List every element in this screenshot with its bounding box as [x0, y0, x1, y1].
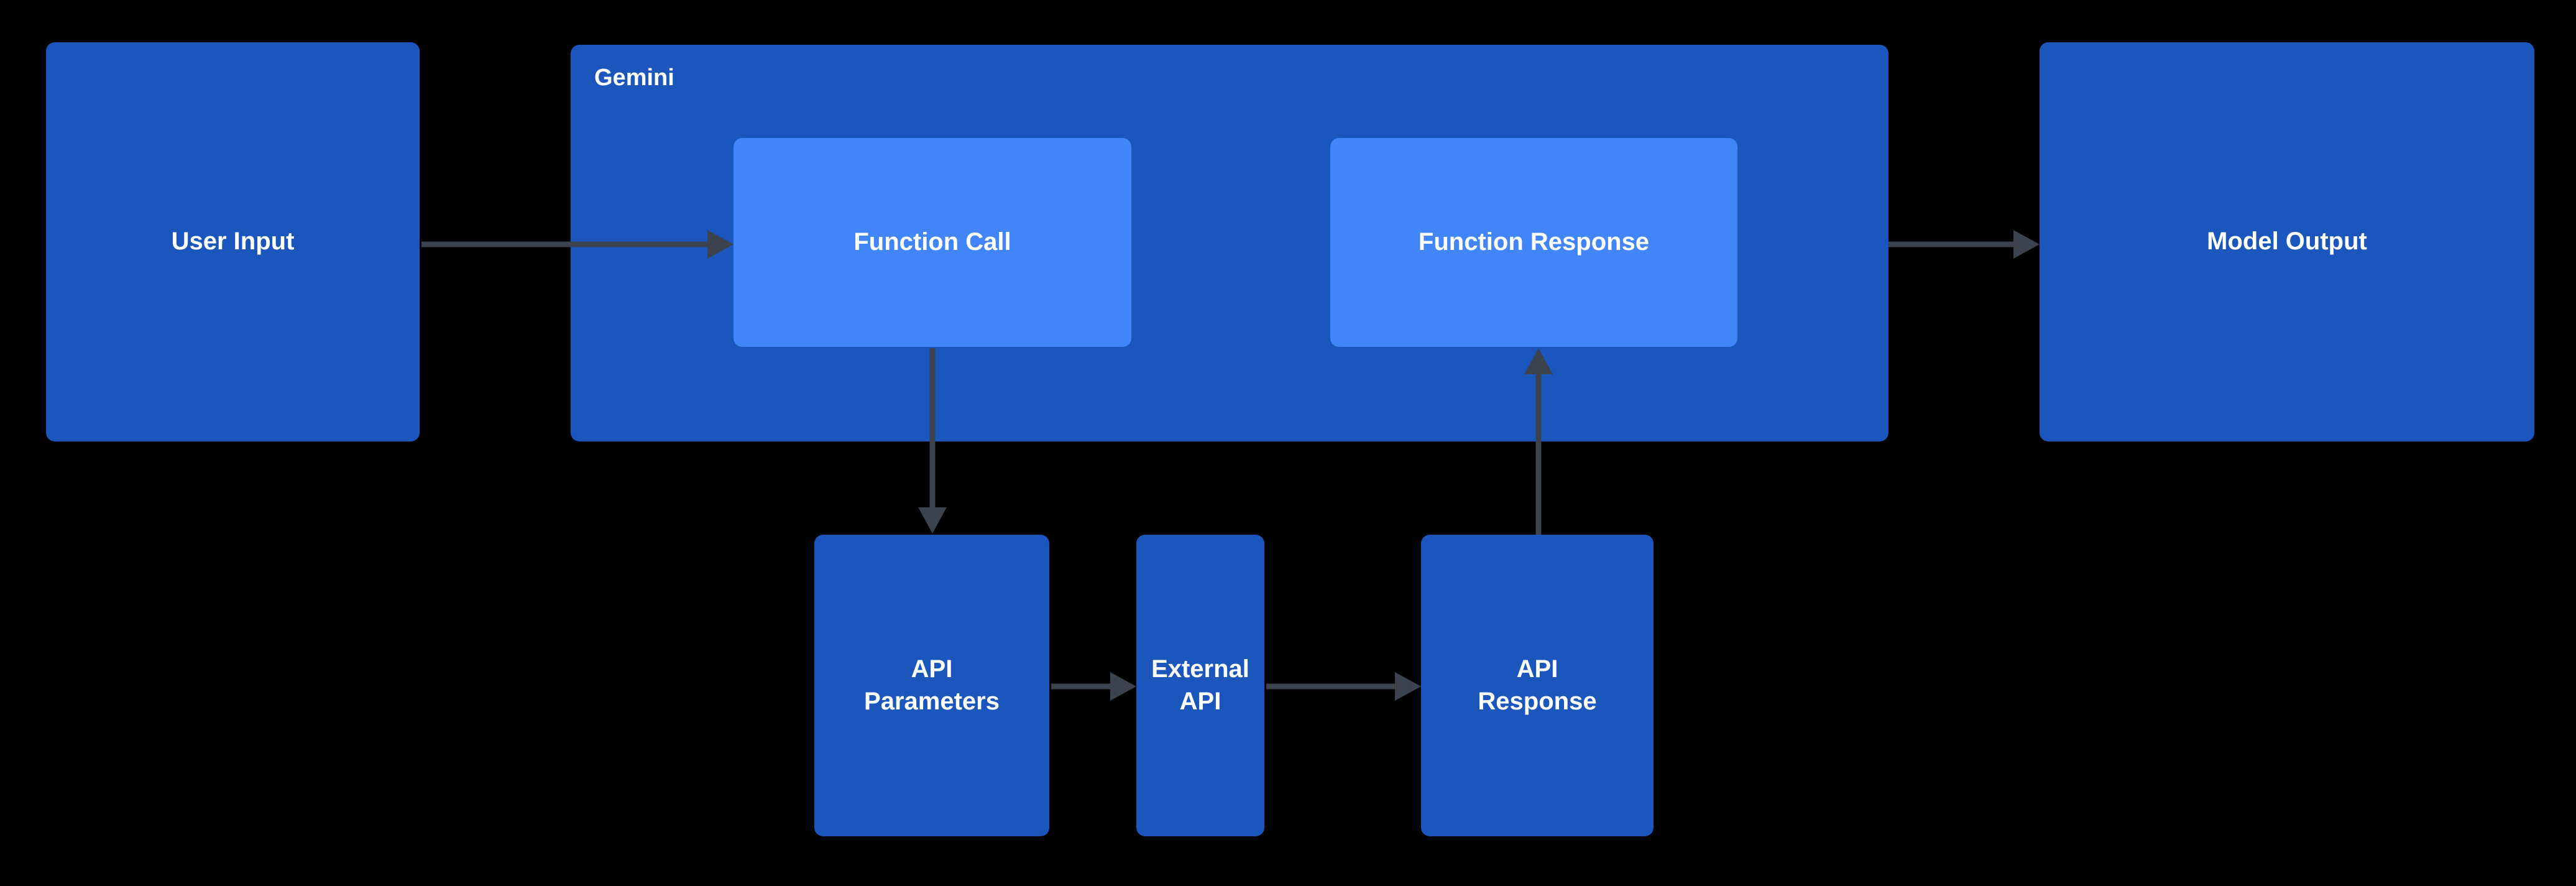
- edge-external-api-to-api-response: [1266, 672, 1421, 701]
- edge-api-parameters-to-external-api: [1051, 672, 1136, 701]
- node-external-api[interactable]: External API: [1136, 535, 1264, 836]
- node-label-function-call: Function Call: [853, 228, 1011, 256]
- node-label-external-api: External API: [1151, 655, 1249, 715]
- node-api-response[interactable]: API Response: [1421, 535, 1654, 836]
- node-function-response[interactable]: Function Response: [1330, 138, 1737, 347]
- node-model-output[interactable]: Model Output: [2040, 42, 2534, 441]
- edge-gemini-to-model-output: [1888, 230, 2040, 259]
- node-label-function-response: Function Response: [1418, 228, 1650, 256]
- node-api-parameters[interactable]: API Parameters: [814, 535, 1049, 836]
- node-label-api-parameters: API Parameters: [864, 655, 1000, 715]
- node-label-user-input: User Input: [171, 228, 295, 256]
- node-label-model-output: Model Output: [2207, 228, 2367, 256]
- node-function-call[interactable]: Function Call: [734, 138, 1131, 347]
- node-label-api-response: API Response: [1478, 655, 1597, 715]
- node-user-input[interactable]: User Input: [46, 42, 420, 441]
- gemini-group-label: Gemini: [594, 65, 674, 91]
